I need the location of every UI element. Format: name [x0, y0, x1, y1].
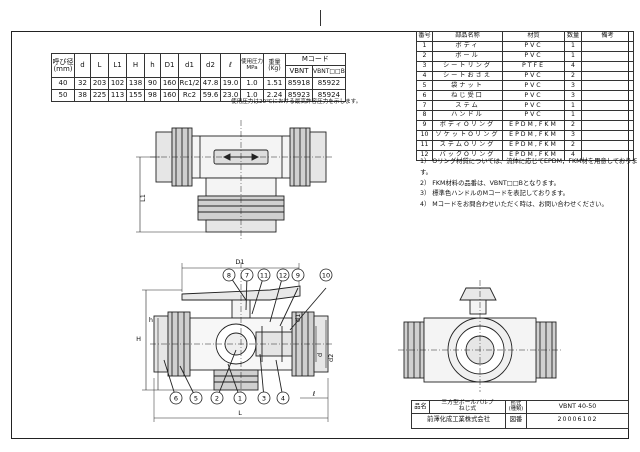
label-D1: D1 — [235, 258, 244, 266]
notes-block: 1） Oリング材質については、流体に応じてEPDM，FKM材を用意しております。… — [420, 157, 640, 211]
balloon-number: 1 — [238, 394, 242, 402]
label-h: h — [149, 316, 153, 324]
side-view — [398, 280, 562, 392]
note-4: 4） Mコードをお問合わせいただく時は、お問い合わせください。 — [420, 201, 608, 209]
note-1: 1） Oリング材質については、流体に応じてEPDM，FKM材を用意しております。 — [420, 158, 638, 176]
balloons-top: 8 7 11 12 9 10 — [222, 268, 333, 282]
balloon-circle — [276, 268, 290, 282]
balloon-circle — [240, 268, 254, 282]
title-company: 前澤化成工業株式会社 — [411, 412, 506, 429]
drawing-frame — [11, 31, 629, 439]
balloon-number: 2 — [215, 394, 219, 402]
balloon-circle — [276, 391, 290, 405]
balloon-number: 11 — [260, 271, 268, 279]
balloon-number: 12 — [279, 271, 287, 279]
balloon-circle — [291, 268, 305, 282]
title-name-label: 品名 — [411, 400, 430, 414]
front-view — [142, 262, 334, 422]
label-L1: L1 — [139, 194, 147, 202]
sheet-center-mark — [320, 10, 321, 26]
balloon-circle — [257, 268, 271, 282]
title-name: 三方型ボールバルブ ねじ式 — [429, 400, 506, 414]
balloon-number: 5 — [194, 394, 198, 402]
balloons-bottom: 6 5 2 1 3 4 — [169, 391, 290, 405]
title-type: VBNT 40-50 — [526, 400, 629, 414]
title-drawing-no-label: 図番 — [505, 412, 527, 429]
balloon-number: 6 — [174, 394, 178, 402]
balloon-number: 7 — [245, 271, 249, 279]
balloon-number: 4 — [281, 394, 285, 402]
note-2: 2） FKM材料の品番は、VBNT□□Bとなります。 — [420, 179, 560, 187]
balloon-number: 8 — [227, 271, 231, 279]
balloon-number: 9 — [296, 271, 300, 279]
top-view — [136, 120, 332, 240]
balloon-number: 3 — [262, 394, 266, 402]
title-block: 品名 三方型ボールバルブ ねじ式 形式 (種類) VBNT 40-50 前澤化成… — [411, 400, 629, 429]
dimension-table: 呼び径 (mm) d L L1 H h D1 d1 d2 ℓ 使用圧力 MPa … — [51, 53, 346, 102]
balloon-circle — [319, 268, 333, 282]
header-pressure: 使用圧力 MPa — [240, 53, 264, 78]
balloon-circle — [233, 391, 247, 405]
balloon-circle — [257, 391, 271, 405]
label-H: H — [136, 335, 141, 343]
label-l: ℓ — [313, 390, 316, 398]
balloon-circle — [210, 391, 224, 405]
note-3: 3） 標準色ハンドルのMコードを表記しております。 — [420, 190, 569, 198]
label-d2: d2 — [327, 354, 335, 362]
title-drawing-no: 20006102 — [526, 412, 629, 429]
table-row: 50 38 225 113 155 98 160 Rc2 59.6 23.0 1… — [51, 89, 346, 102]
balloon-circle — [169, 391, 183, 405]
balloon-number: 10 — [322, 271, 330, 279]
label-d1: d1 — [294, 314, 302, 322]
label-L: L — [238, 409, 242, 417]
pressure-footnote: 使用圧力は20℃における最高許容圧力を示します。 — [231, 99, 362, 105]
balloon-circle — [189, 391, 203, 405]
title-type-label: 形式 (種類) — [505, 400, 527, 414]
table-row: 40 32 203 102 138 90 160 Rc1/2 47.8 19.0… — [51, 77, 346, 90]
balloon-circle — [222, 268, 236, 282]
label-d: d — [316, 353, 324, 357]
